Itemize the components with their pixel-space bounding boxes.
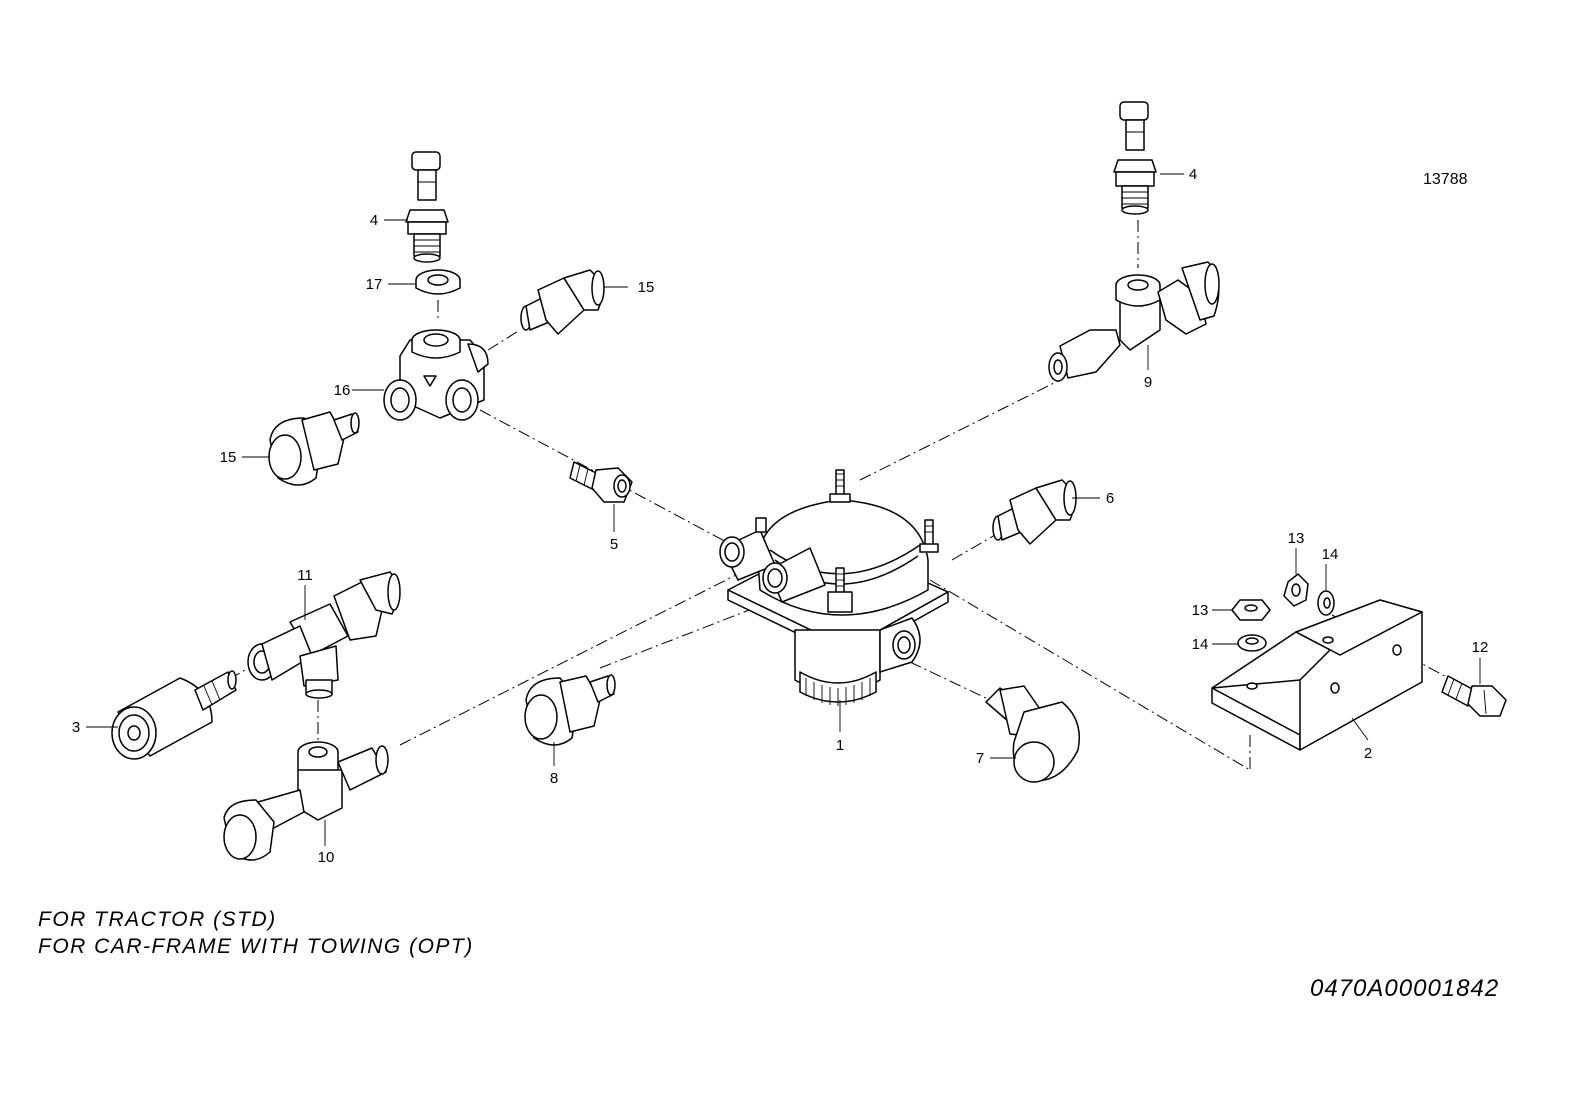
figure-number: 13788	[1423, 171, 1468, 188]
washer-part-14-b	[1317, 590, 1335, 616]
tee-part-9	[1048, 261, 1220, 382]
callout-4-left: 4	[370, 212, 378, 229]
fitting-part-8	[524, 674, 616, 746]
drawing-part-code: 0470A00001842	[1310, 975, 1500, 1002]
banjo-bolt-part-5	[569, 461, 633, 503]
callout-13-b: 13	[1288, 530, 1305, 547]
callout-6: 6	[1106, 490, 1114, 507]
nut-part-13-a	[1231, 599, 1271, 621]
callout-10: 10	[318, 849, 335, 866]
callout-9: 9	[1144, 374, 1152, 391]
callout-17: 17	[366, 276, 383, 293]
fitting-part-15-top	[520, 269, 605, 335]
tee-part-10	[223, 741, 389, 861]
callout-13-a: 13	[1192, 602, 1209, 619]
bolt-part-12	[1441, 675, 1507, 717]
callout-14-b: 14	[1322, 546, 1339, 563]
valve-part-1	[719, 469, 949, 706]
callout-14-a: 14	[1192, 636, 1209, 653]
callout-4-right: 4	[1189, 166, 1197, 183]
seal-ring-part-17	[415, 269, 461, 295]
switch-part-4-left	[405, 151, 449, 263]
bracket-part-2	[1211, 599, 1423, 751]
callout-3: 3	[72, 719, 80, 736]
switch-part-4-right	[1113, 101, 1157, 215]
callout-5: 5	[610, 536, 618, 553]
callout-15-left: 15	[220, 449, 237, 466]
fitting-part-15-left	[268, 411, 360, 486]
callout-16: 16	[334, 382, 351, 399]
washer-part-14-a	[1237, 634, 1267, 652]
nut-part-13-b	[1283, 573, 1309, 607]
callouts: 1 2 3 4 4 5 6 7 8 9 10 11 12 13 13 14 14…	[72, 166, 1489, 866]
note-tractor: FOR TRACTOR (STD)	[38, 908, 277, 931]
cross-fitting-part-16	[383, 329, 489, 421]
note-car-frame: FOR CAR-FRAME WITH TOWING (OPT)	[38, 935, 474, 958]
tee-part-11	[247, 571, 401, 699]
fitting-part-6	[992, 479, 1077, 545]
callout-11: 11	[297, 567, 313, 584]
callout-1: 1	[836, 737, 844, 754]
callout-2: 2	[1364, 745, 1372, 762]
callout-8: 8	[550, 770, 558, 787]
callout-12: 12	[1472, 639, 1489, 656]
callout-15-top: 15	[638, 279, 655, 296]
elbow-fitting-part-7	[985, 685, 1080, 783]
coupling-head-part-3	[111, 670, 237, 760]
leader-lines	[86, 173, 1481, 846]
callout-7: 7	[976, 750, 984, 767]
